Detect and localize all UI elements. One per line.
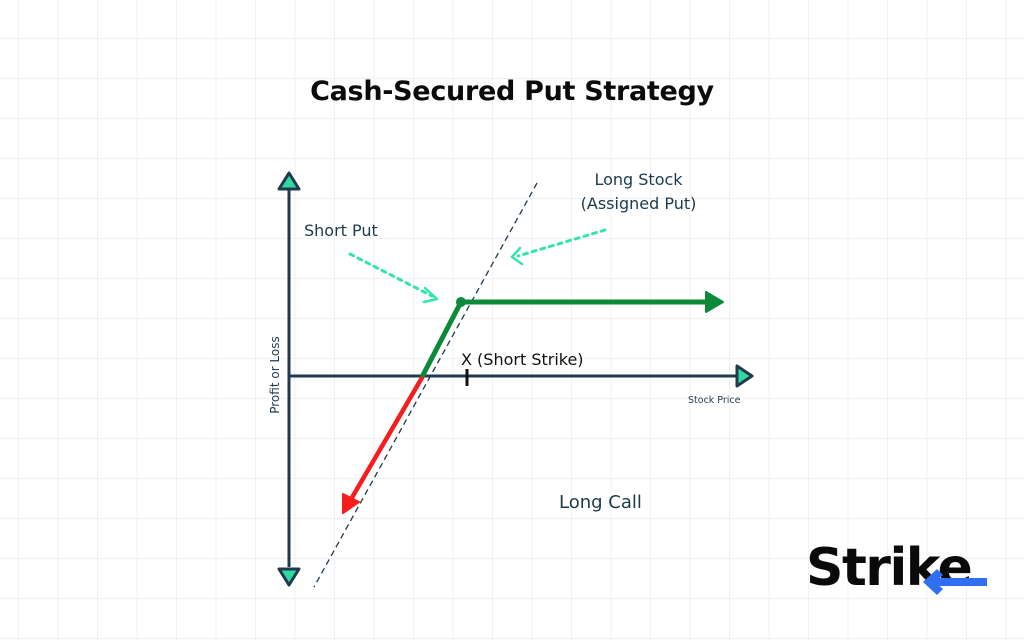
y-axis-label: Profit or Loss (268, 336, 282, 414)
long-call-label: Long Call (559, 492, 642, 513)
long-stock-pointer (516, 228, 607, 258)
kink-dot (456, 297, 466, 307)
logo-text-main: Stri (806, 538, 907, 598)
short-put-pointer-head-icon (422, 286, 439, 304)
loss-line (347, 373, 426, 504)
long-stock-pointer-head-icon (510, 246, 524, 266)
x-axis-right-arrow-icon (735, 364, 754, 388)
y-axis-up-arrow-icon (277, 171, 301, 191)
loss-arrowhead-icon (342, 493, 360, 514)
short-put-label: Short Put (304, 221, 378, 240)
strike-label: X (Short Strike) (461, 350, 584, 369)
long-stock-label-line1: Long Stock (594, 170, 683, 189)
logo-arrow-icon (923, 569, 987, 595)
long-stock-label-line2: (Assigned Put) (580, 194, 697, 213)
long-stock-label: Long Stock (Assigned Put) (556, 168, 721, 216)
x-axis-label: Stock Price (688, 395, 741, 406)
short-put-pointer (348, 252, 434, 298)
diagram-title: Cash-Secured Put Strategy (310, 76, 714, 107)
y-axis-down-arrow-icon (277, 567, 301, 587)
long-stock-reference-line (313, 182, 538, 588)
profit-arrowhead-icon (705, 291, 724, 313)
